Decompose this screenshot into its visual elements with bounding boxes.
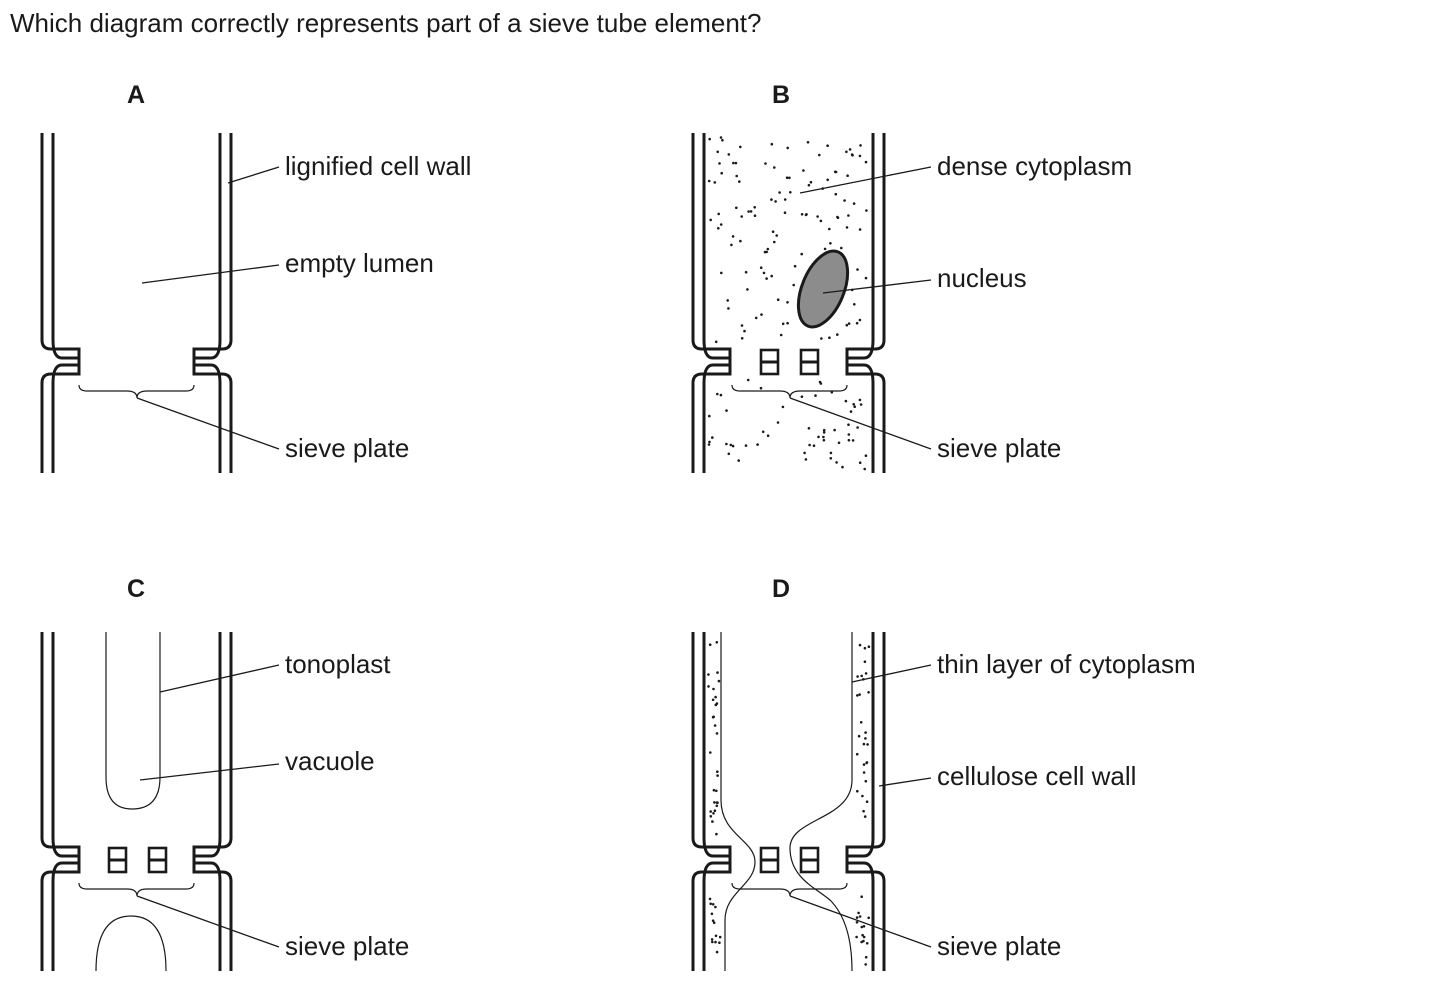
panel-c-sieve-plate-brace [78, 882, 195, 897]
panel-b-nucleus [796, 249, 850, 329]
panel-c-cell-walls [40, 632, 233, 971]
panel-a: A lignified cell wall empty lumen sieve … [40, 81, 471, 473]
panel-b-letter: B [772, 81, 790, 109]
panel-c-label-vacuole: vacuole [285, 746, 375, 776]
panel-d-cell-walls [691, 632, 886, 971]
panel-d-cytoplasm-boundary-right [789, 632, 853, 972]
panel-d-cytoplasm-stipple [707, 641, 871, 966]
panel-a-label-sieve-plate: sieve plate [285, 433, 409, 463]
panel-c-sieve-pores [107, 846, 168, 874]
panel-a-label-lignified-cell-wall: lignified cell wall [285, 151, 471, 181]
panel-d-label-cellulose-cell-wall: cellulose cell wall [937, 761, 1136, 791]
panel-c-tonoplast [105, 632, 161, 810]
panel-c-letter: C [127, 575, 145, 603]
panel-b-cytoplasm-stipple [707, 136, 868, 471]
panel-c-lower-vacuole [95, 915, 167, 972]
panel-b-label-sieve-plate: sieve plate [937, 433, 1061, 463]
panel-b-sieve-plate-brace [731, 384, 848, 399]
panel-c-label-sieve-plate: sieve plate [285, 931, 409, 961]
question-text: Which diagram correctly represents part … [10, 8, 762, 38]
panel-a-letter: A [127, 81, 145, 109]
panel-b: B dense cytoplasm nucleus sieve plate [691, 81, 1132, 473]
panel-d-label-sieve-plate: sieve plate [937, 931, 1061, 961]
panel-b-label-nucleus: nucleus [937, 263, 1027, 293]
panel-d: D thin layer of cytoplasm cellulose cell… [691, 575, 1196, 972]
panel-d-sieve-pores [759, 846, 820, 874]
panel-d-sieve-plate-brace [731, 882, 848, 897]
panel-a-cell-walls [40, 133, 233, 473]
panel-b-label-dense-cytoplasm: dense cytoplasm [937, 151, 1132, 181]
panel-a-sieve-plate-brace [78, 384, 195, 399]
panel-a-label-empty-lumen: empty lumen [285, 248, 434, 278]
panel-d-cytoplasm-boundary-left [720, 632, 756, 971]
panel-b-sieve-pores [759, 348, 820, 376]
panel-d-letter: D [772, 575, 790, 603]
panel-c: C tonoplast vacuole sieve plate [40, 575, 409, 972]
panel-b-cell-walls [691, 133, 886, 473]
panel-c-label-tonoplast: tonoplast [285, 649, 391, 679]
panel-d-label-thin-layer-of-cytoplasm: thin layer of cytoplasm [937, 649, 1196, 679]
